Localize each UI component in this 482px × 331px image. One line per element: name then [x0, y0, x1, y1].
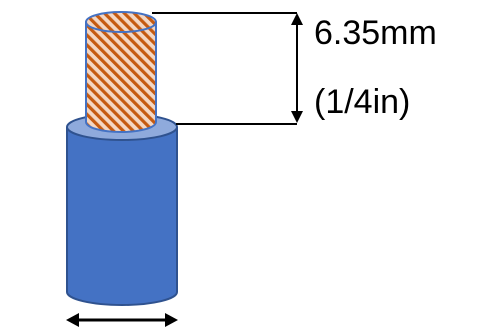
exposed-conductor [85, 11, 157, 133]
conductor-top-face [85, 11, 157, 33]
diameter-dimension-arrow [66, 313, 178, 327]
dimension-metric-label: 6.35mm [314, 14, 437, 52]
dimension-imperial-label: (1/4in) [314, 83, 411, 121]
conductor-outline [85, 22, 157, 133]
insulation-body [67, 127, 177, 292]
insulation-jacket [66, 113, 178, 306]
length-dimension-arrow [291, 13, 303, 123]
insulation-bottom [67, 279, 177, 305]
conductor-body [86, 22, 156, 132]
insulation-outline [66, 127, 178, 306]
